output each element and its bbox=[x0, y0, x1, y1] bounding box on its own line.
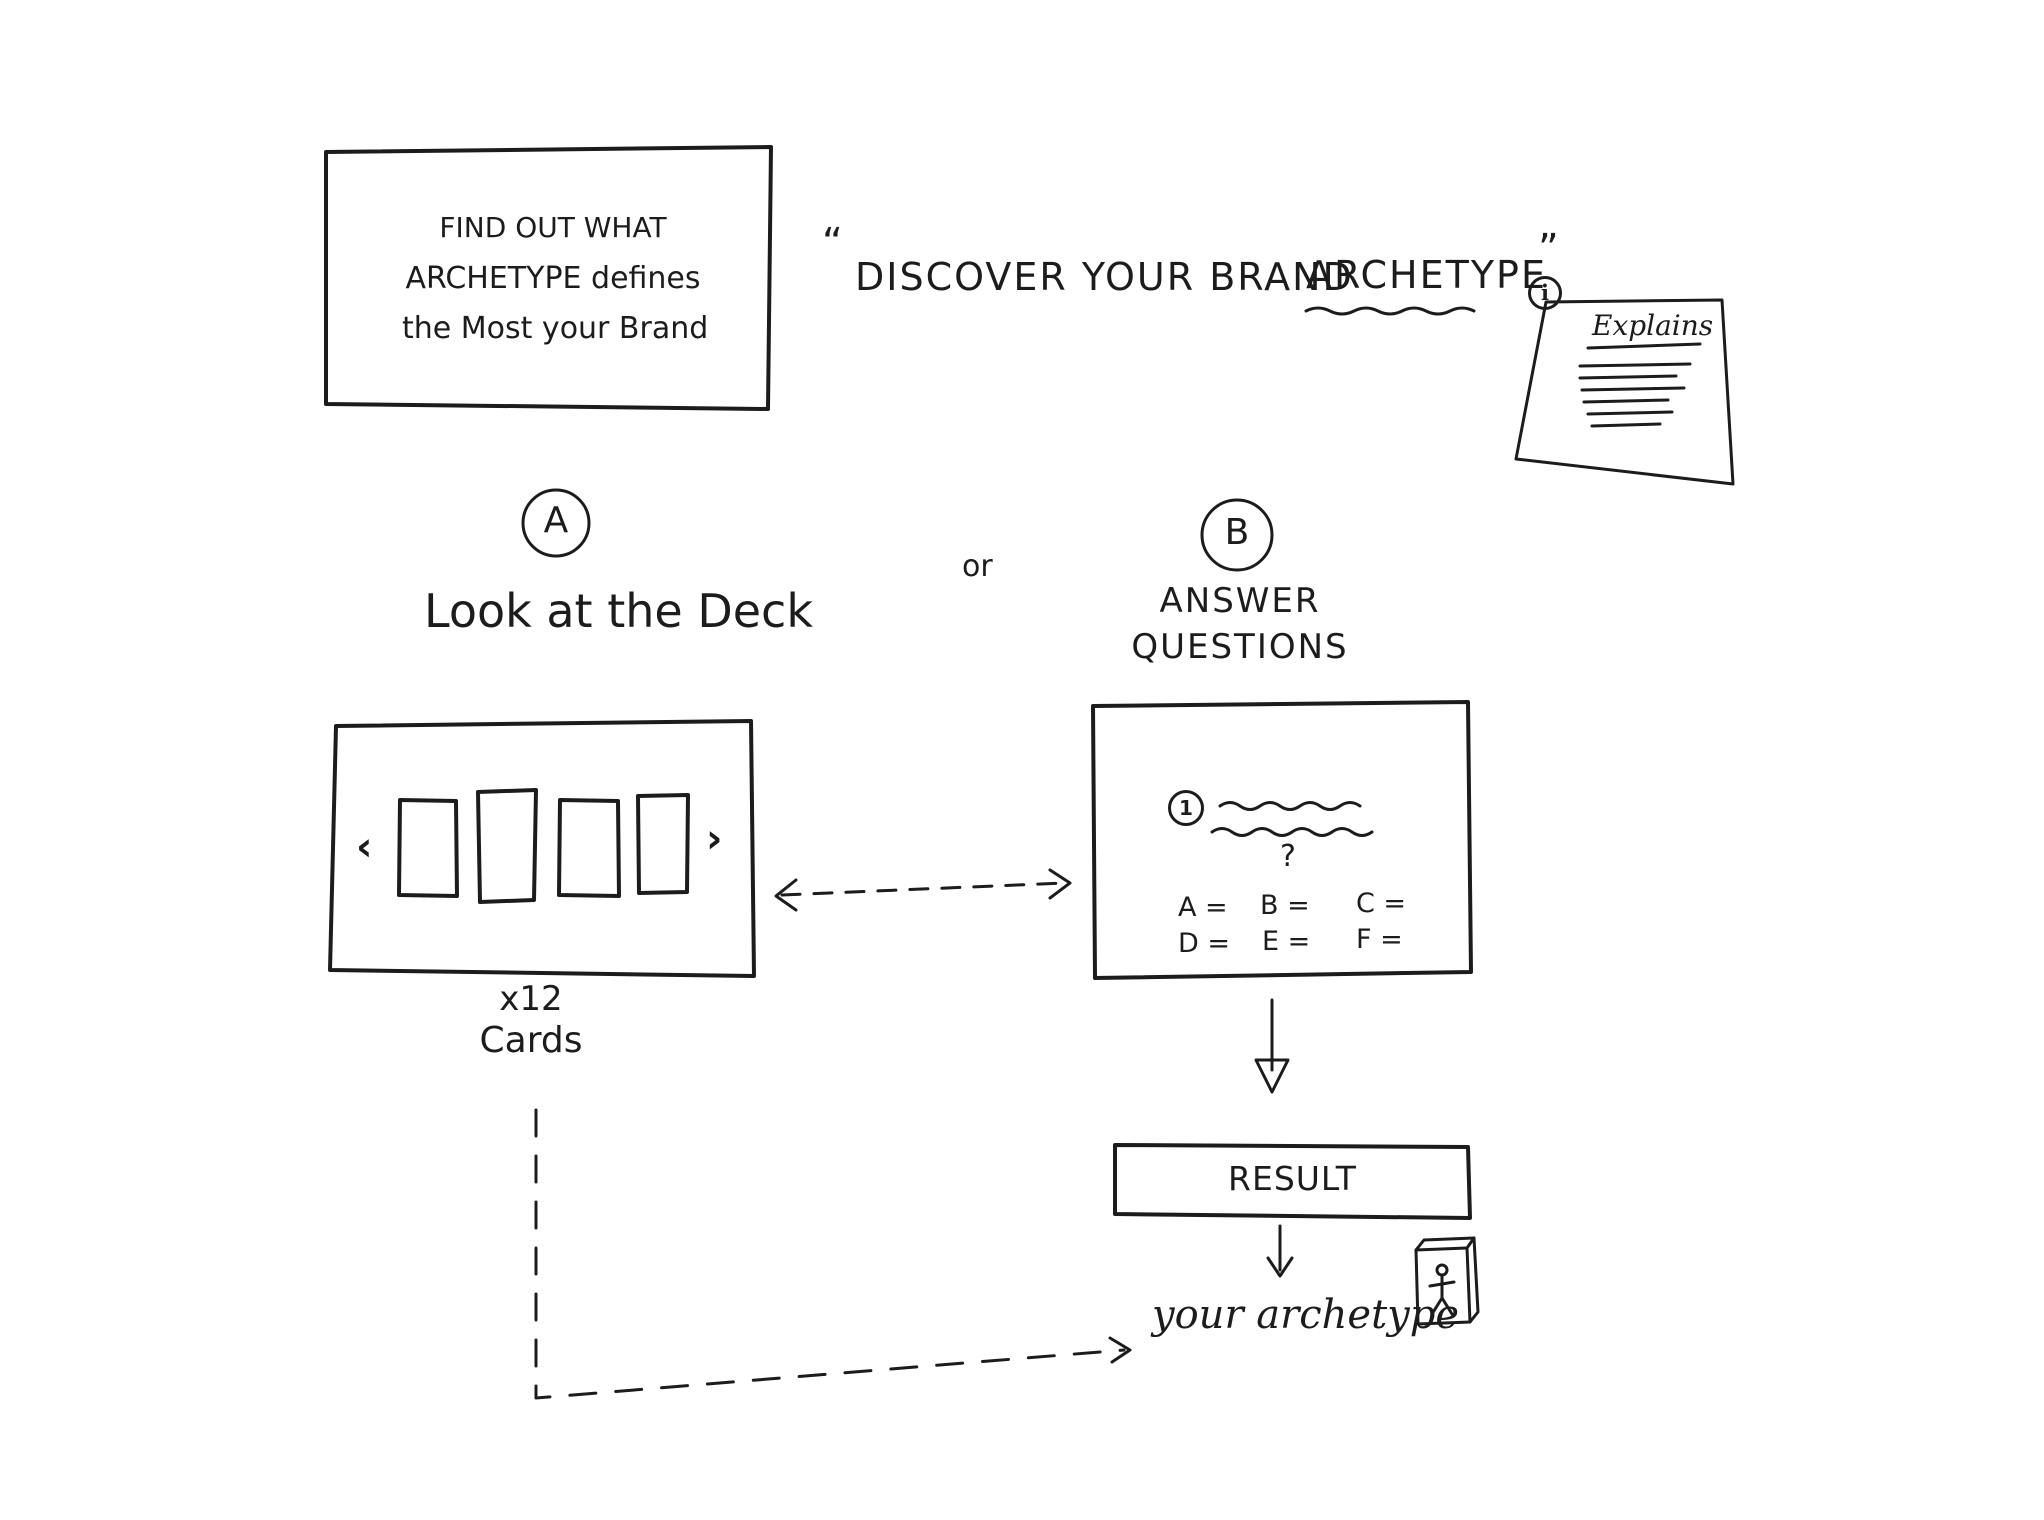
headline-archetype-word: ARCHETYPE bbox=[1306, 253, 1547, 297]
deck-card[interactable] bbox=[397, 798, 459, 898]
answer-option-b[interactable]: B = bbox=[1260, 890, 1310, 921]
result-box bbox=[1113, 1143, 1472, 1220]
compare-arrow-head-right bbox=[1048, 868, 1072, 900]
carousel-next-button[interactable]: › bbox=[706, 816, 723, 862]
question-number-badge: 1 bbox=[1168, 790, 1204, 826]
answer-option-f[interactable]: F = bbox=[1356, 924, 1403, 955]
carousel-prev-button[interactable]: ‹ bbox=[356, 824, 373, 870]
result-label[interactable]: RESULT bbox=[1228, 1159, 1357, 1198]
badge-a-circle bbox=[521, 488, 591, 558]
answer-option-d[interactable]: D = bbox=[1178, 928, 1230, 959]
carousel-box bbox=[328, 719, 756, 978]
headline-open-quote: “ bbox=[822, 220, 843, 266]
info-symbol: i bbox=[1541, 280, 1549, 305]
intro-box bbox=[324, 145, 773, 411]
result-arrow bbox=[1266, 1224, 1294, 1278]
deck-card[interactable] bbox=[636, 793, 690, 895]
option-b-title-line-2[interactable]: QUESTIONS bbox=[1131, 627, 1349, 667]
explains-title: Explains bbox=[1592, 309, 1714, 342]
question-text-squiggle bbox=[1218, 801, 1362, 811]
deck-cards bbox=[397, 788, 690, 904]
question-number: 1 bbox=[1179, 796, 1193, 820]
intro-line-1: FIND OUT WHAT bbox=[439, 211, 667, 244]
badge-b: B bbox=[1224, 512, 1250, 553]
deck-card[interactable] bbox=[557, 798, 621, 898]
badge-b-circle bbox=[1200, 498, 1274, 572]
answer-option-a[interactable]: A = bbox=[1178, 892, 1228, 923]
answer-option-e[interactable]: E = bbox=[1262, 926, 1311, 957]
intro-line-3: the Most your Brand bbox=[402, 311, 709, 346]
intro-line-2: ARCHETYPE defines bbox=[405, 261, 701, 296]
deck-card[interactable] bbox=[476, 788, 538, 904]
down-arrow-head bbox=[1254, 1058, 1290, 1094]
info-icon[interactable]: i bbox=[1528, 276, 1562, 310]
option-b-title-line-1[interactable]: ANSWER bbox=[1159, 581, 1321, 621]
your-archetype-label: your archetype bbox=[1152, 1292, 1460, 1338]
headline-close-quote: ” bbox=[1538, 226, 1559, 272]
card-count-unit: Cards bbox=[479, 1020, 583, 1061]
question-mark: ? bbox=[1280, 839, 1296, 874]
headline-text: DISCOVER YOUR BRAND bbox=[855, 255, 1354, 299]
question-text-squiggle bbox=[1210, 827, 1374, 837]
answer-option-c[interactable]: C = bbox=[1356, 888, 1407, 919]
explains-note-sheet bbox=[1514, 298, 1735, 486]
deck-to-archetype-path bbox=[534, 1108, 1126, 1400]
headline-underline bbox=[1304, 306, 1476, 316]
badge-a: A bbox=[543, 500, 569, 541]
archetype-card-icon bbox=[1414, 1236, 1480, 1326]
deck-to-archetype-arrow-head bbox=[1108, 1336, 1132, 1364]
compare-arrow-head-left bbox=[774, 878, 798, 912]
question-box bbox=[1091, 700, 1473, 980]
card-count: x12 bbox=[499, 979, 563, 1019]
explains-text-lines bbox=[1578, 362, 1692, 428]
or-label: or bbox=[962, 549, 993, 584]
compare-arrow bbox=[780, 881, 1066, 897]
explains-underline bbox=[1586, 342, 1702, 350]
option-a-title[interactable]: Look at the Deck bbox=[424, 584, 813, 638]
